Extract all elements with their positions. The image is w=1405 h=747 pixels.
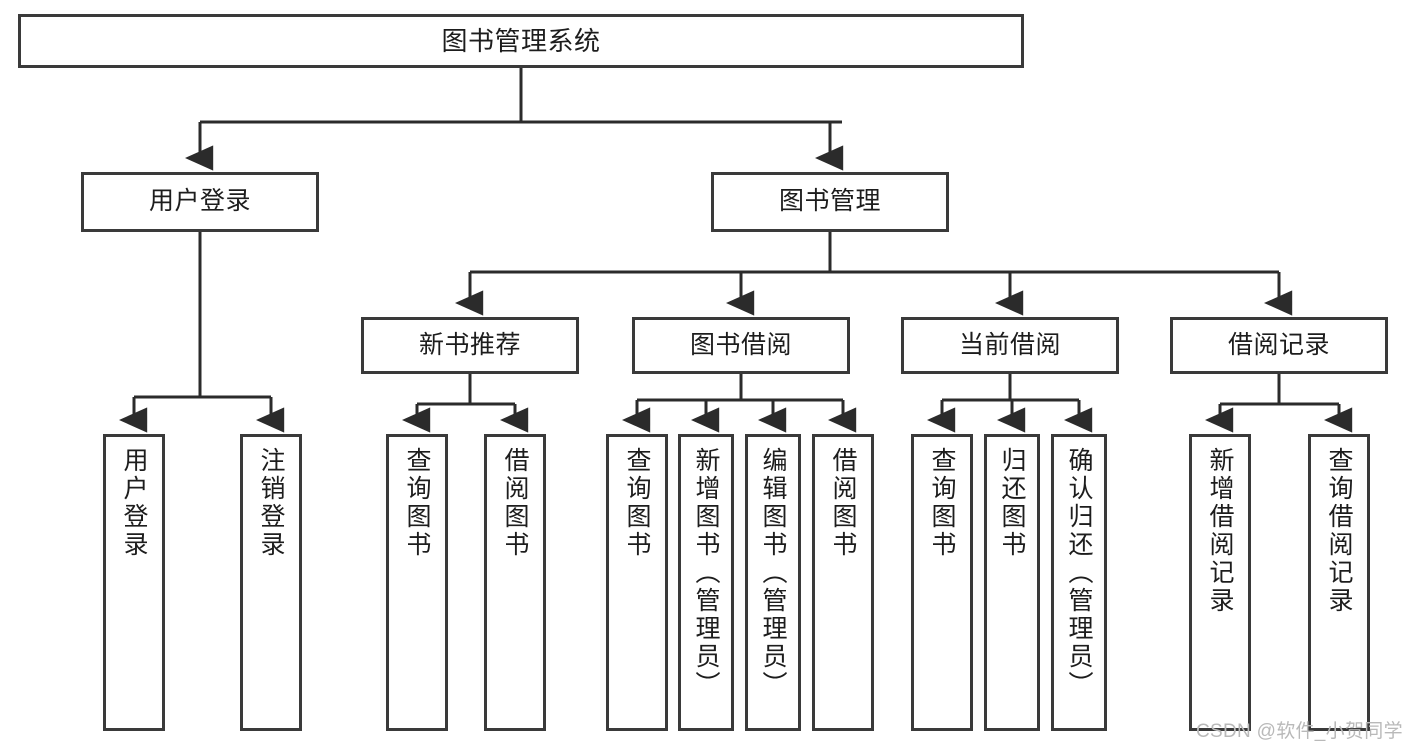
leaf-user-login[interactable]: 用户登录 <box>103 434 165 731</box>
node-label: 归还图书 <box>998 447 1026 559</box>
leaf-query-book-borrow[interactable]: 查询图书 <box>606 434 668 731</box>
node-label: 用户登录 <box>148 187 251 216</box>
leaf-edit-book-admin[interactable]: 编辑图书（管理员） <box>745 434 801 731</box>
node-label: 编辑图书（管理员） <box>759 447 787 699</box>
node-borrow-record[interactable]: 借阅记录 <box>1170 317 1388 374</box>
node-label: 确认归还（管理员） <box>1065 447 1093 699</box>
node-book-management[interactable]: 图书管理 <box>711 172 949 232</box>
node-label: 查询图书 <box>403 447 431 559</box>
node-label: 用户登录 <box>120 447 148 559</box>
node-label: 新增借阅记录 <box>1206 447 1234 615</box>
node-label: 查询图书 <box>623 447 651 559</box>
node-label: 图书借阅 <box>689 330 792 359</box>
node-root-system[interactable]: 图书管理系统 <box>18 14 1024 68</box>
leaf-return-book[interactable]: 归还图书 <box>984 434 1040 731</box>
node-label: 查询图书 <box>928 447 956 559</box>
leaf-confirm-return-admin[interactable]: 确认归还（管理员） <box>1051 434 1107 731</box>
node-label: 借阅记录 <box>1227 330 1330 359</box>
node-label: 当前借阅 <box>958 330 1061 359</box>
leaf-add-borrow-record[interactable]: 新增借阅记录 <box>1189 434 1251 731</box>
watermark-text: CSDN @软件_小贺同学 <box>1196 721 1403 742</box>
node-label: 新增图书（管理员） <box>692 447 720 699</box>
node-new-book-recommend[interactable]: 新书推荐 <box>361 317 579 374</box>
node-current-borrow[interactable]: 当前借阅 <box>901 317 1119 374</box>
node-label: 借阅图书 <box>829 447 857 559</box>
node-label: 图书管理系统 <box>441 25 601 56</box>
node-label: 新书推荐 <box>418 330 521 359</box>
node-book-borrow[interactable]: 图书借阅 <box>632 317 850 374</box>
leaf-add-book-admin[interactable]: 新增图书（管理员） <box>678 434 734 731</box>
leaf-borrow-book-newbook[interactable]: 借阅图书 <box>484 434 546 731</box>
node-label: 查询借阅记录 <box>1325 447 1353 615</box>
leaf-query-book-current[interactable]: 查询图书 <box>911 434 973 731</box>
leaf-query-borrow-record[interactable]: 查询借阅记录 <box>1308 434 1370 731</box>
node-label: 借阅图书 <box>501 447 529 559</box>
node-label: 图书管理 <box>778 187 881 216</box>
leaf-logout-login[interactable]: 注销登录 <box>240 434 302 731</box>
node-user-login[interactable]: 用户登录 <box>81 172 319 232</box>
node-label: 注销登录 <box>257 447 285 559</box>
leaf-borrow-book[interactable]: 借阅图书 <box>812 434 874 731</box>
leaf-query-book-newbook[interactable]: 查询图书 <box>386 434 448 731</box>
